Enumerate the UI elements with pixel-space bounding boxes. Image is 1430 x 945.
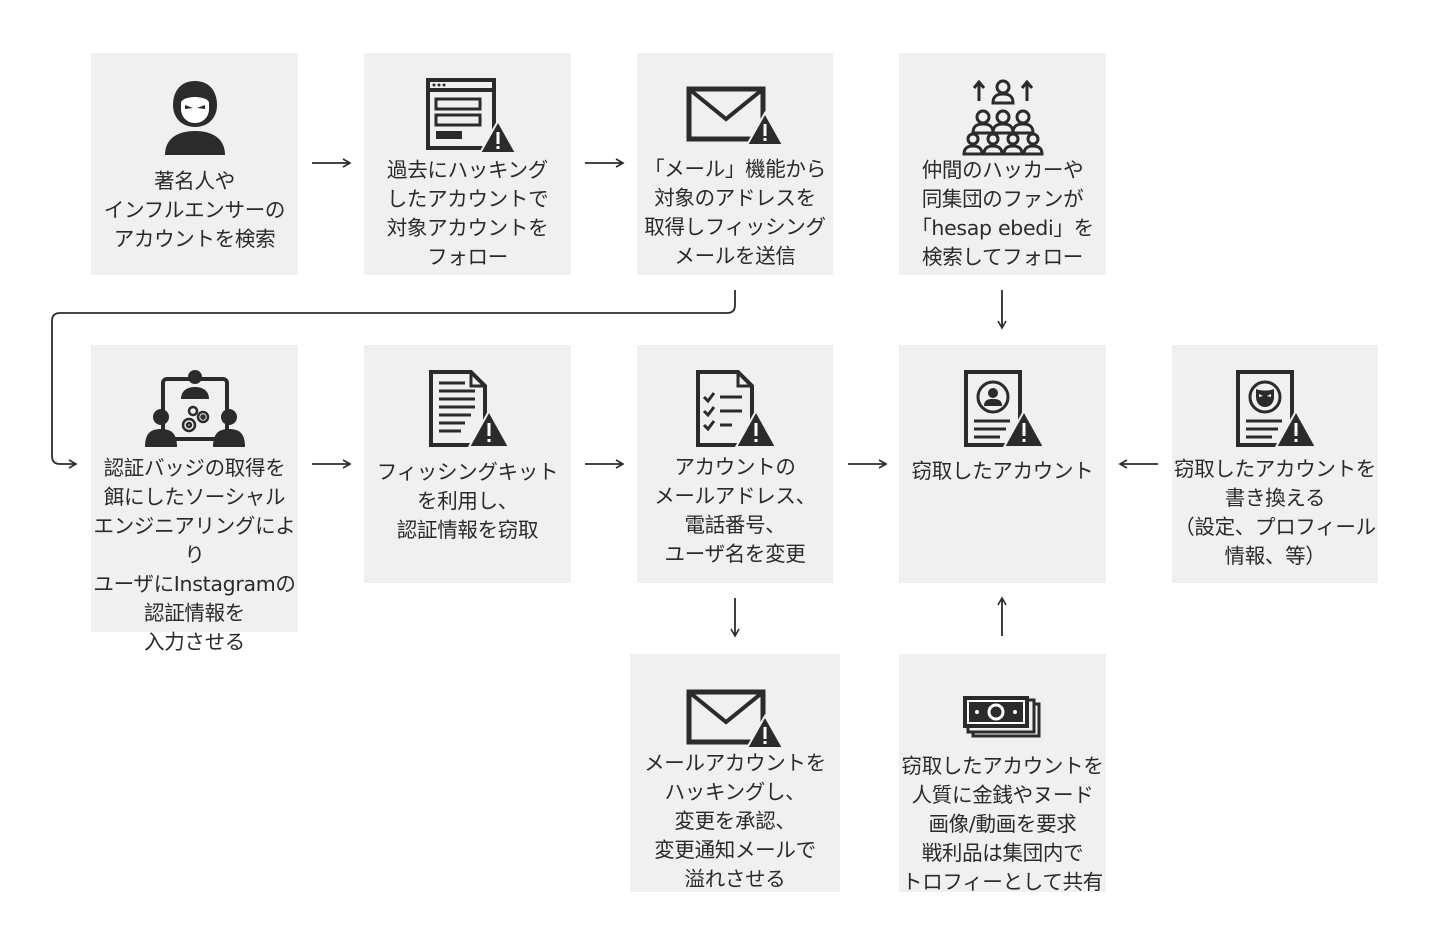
arrow-email-to-social — [51, 290, 736, 469]
node-label: 窃取したアカウントを 書き換える （設定、プロフィール 情報、等） — [1174, 457, 1376, 568]
node-follow-target: 過去にハッキング したアカウントで 対象アカウントを フォロー — [364, 53, 571, 275]
node-rewrite-account: 窃取したアカウントを 書き換える （設定、プロフィール 情報、等） — [1172, 345, 1378, 583]
envelope-warning-icon — [630, 688, 840, 752]
node-search-celebrity: 著名人や インフルエンサーの アカウントを検索 — [91, 53, 298, 275]
browser-warning-icon — [364, 77, 571, 157]
node-label: メールアカウントを ハッキングし、 変更を承認、 変更通知メールで 溢れさせる — [644, 751, 826, 891]
node-phishing-kit: フィッシングキット を利用し、 認証情報を窃取 — [364, 345, 571, 583]
node-fellow-hackers: 仲間のハッカーや 同集団のファンが 「hesap ebedi」を 検索してフォロ… — [899, 53, 1106, 275]
document-warning-icon — [364, 369, 571, 449]
node-label: 窃取したアカウントを 人質に金銭やヌード 画像/動画を要求 戦利品は集団内で ト… — [901, 754, 1104, 894]
node-label: 認証バッジの取得を 餌にしたソーシャル エンジニアリングにより ユーザにInst… — [93, 456, 296, 654]
node-label: 著名人や インフルエンサーの アカウントを検索 — [103, 169, 286, 251]
people-group-icon — [899, 77, 1106, 157]
node-label: フィッシングキット を利用し、 認証情報を窃取 — [376, 460, 559, 542]
node-hack-email: メールアカウントを ハッキングし、 変更を承認、 変更通知メールで 溢れさせる — [630, 654, 840, 892]
node-label: アカウントの メールアドレス、 電話番号、 ユーザ名を変更 — [654, 455, 816, 566]
checklist-warning-icon — [637, 369, 833, 449]
money-stack-icon — [899, 694, 1106, 740]
mask-card-warning-icon — [1172, 369, 1378, 449]
social-engineering-icon — [91, 369, 298, 449]
node-ransom: 窃取したアカウントを 人質に金銭やヌード 画像/動画を要求 戦利品は集団内で ト… — [899, 654, 1106, 894]
node-social-engineering: 認証バッジの取得を 餌にしたソーシャル エンジニアリングにより ユーザにInst… — [91, 345, 298, 654]
profile-card-warning-icon — [899, 369, 1106, 449]
envelope-warning-icon — [637, 85, 833, 149]
node-get-email: 「メール」機能から 対象のアドレスを 取得しフィッシング メールを送信 — [637, 53, 833, 275]
node-stolen-account: 窃取したアカウント — [899, 345, 1106, 583]
node-label: 窃取したアカウント — [911, 459, 1094, 483]
node-change-details: アカウントの メールアドレス、 電話番号、 ユーザ名を変更 — [637, 345, 833, 583]
node-label: 過去にハッキング したアカウントで 対象アカウントを フォロー — [386, 158, 549, 269]
node-label: 仲間のハッカーや 同集団のファンが 「hesap ebedi」を 検索してフォロ… — [911, 158, 1094, 269]
hacker-icon — [91, 77, 298, 157]
node-label: 「メール」機能から 対象のアドレスを 取得しフィッシング メールを送信 — [644, 157, 826, 268]
